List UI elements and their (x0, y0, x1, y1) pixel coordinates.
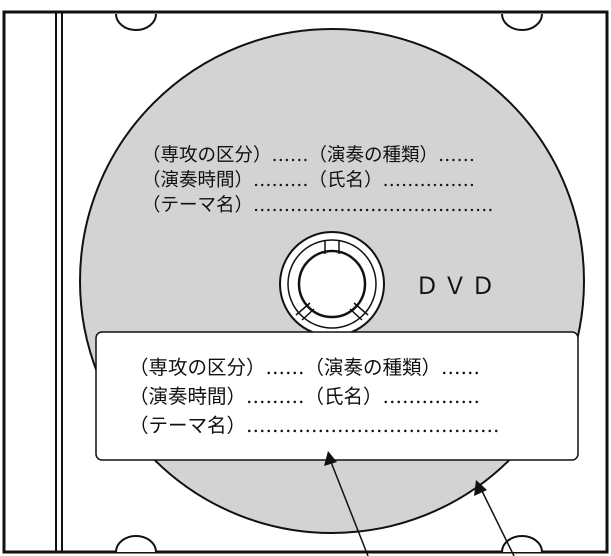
clip-top-left (115, 13, 157, 31)
clip-bottom-left (115, 535, 157, 553)
disc-text-line-3: （テーマ名）………………………………… (142, 195, 494, 216)
case-spine (3, 11, 57, 553)
disc-text-line-1: （専攻の区分）……（演奏の種類）…… (142, 145, 475, 166)
arrow-to-disc (474, 480, 515, 556)
disc-hub (279, 231, 385, 337)
label-card (95, 331, 579, 461)
clip-top-right (501, 13, 543, 31)
disc-text-line-2: （演奏時間）………（氏名）…………… (142, 170, 475, 191)
disc-format-label: ＤＶＤ (415, 272, 499, 300)
card-text-line-2: （演奏時間）………（氏名）…………… (129, 385, 480, 408)
clip-bottom-right (501, 535, 543, 553)
card-text-line-1: （専攻の区分）……（演奏の種類）…… (129, 356, 480, 379)
card-text-line-3: （テーマ名）………………………………… (129, 414, 500, 437)
arrow-to-label-card (324, 451, 369, 556)
